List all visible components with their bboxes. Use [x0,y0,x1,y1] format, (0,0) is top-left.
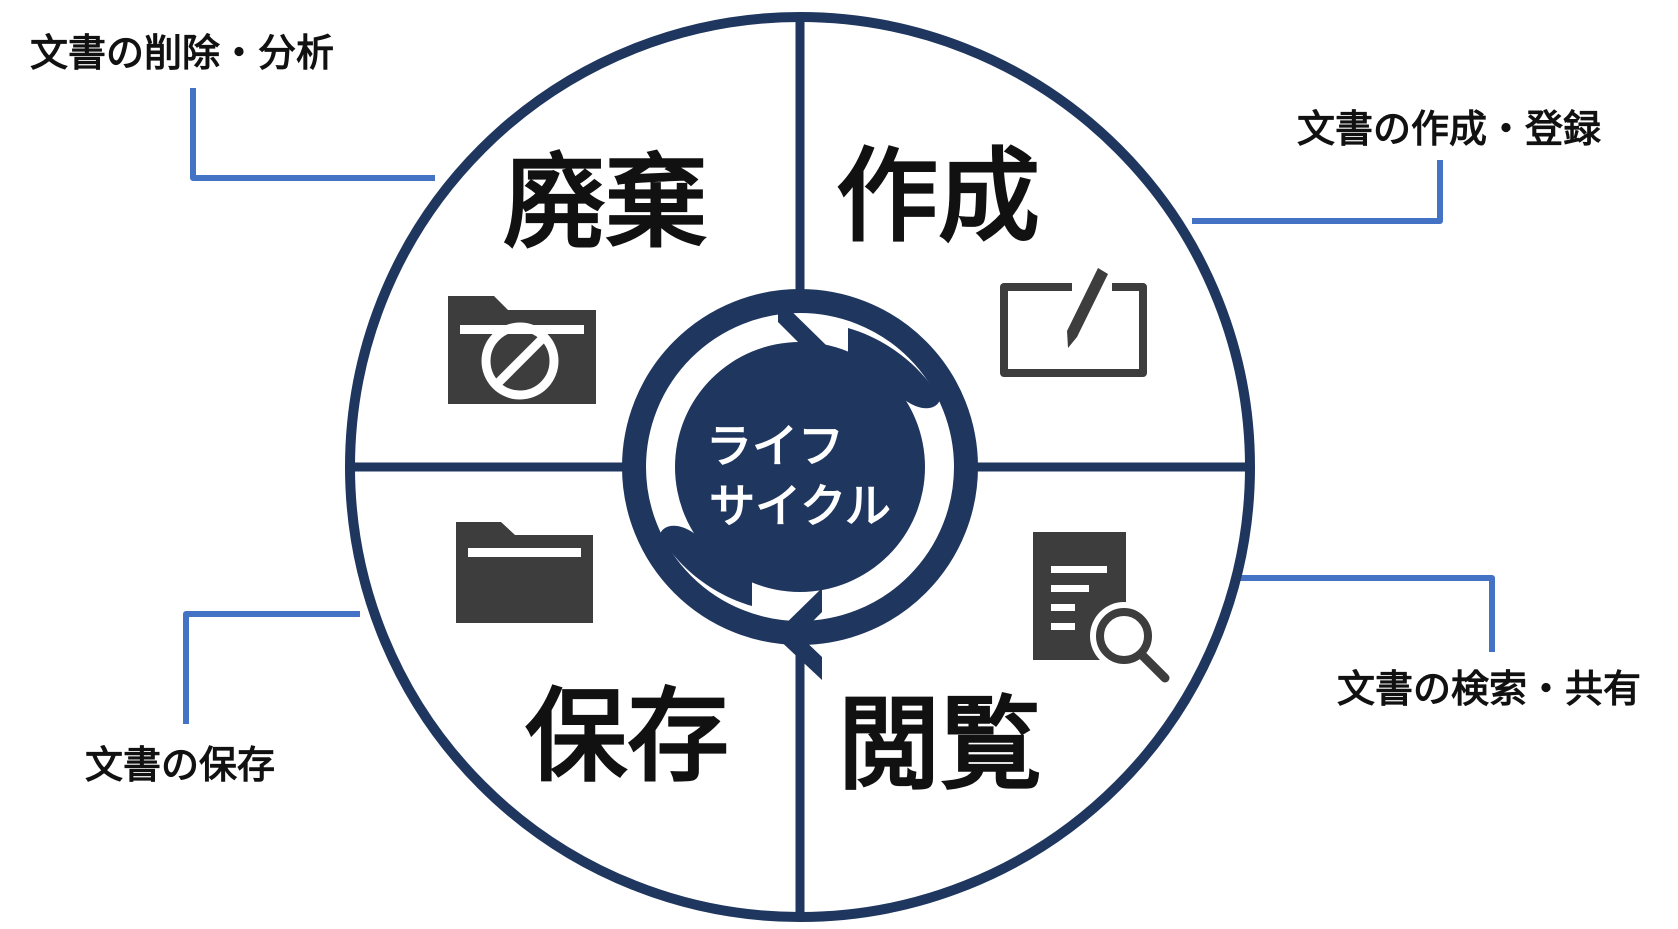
edit-pen-icon [1000,268,1147,377]
folder-icon [456,522,593,623]
cycle-arrows-icon [660,298,940,680]
cycle-arrow-bottom-icon [660,525,752,606]
leader-line-search [1240,575,1495,652]
leader-line-delete [190,88,435,181]
quadrant-label-view: 閲覧 [838,686,1042,805]
leader-line-store [183,611,360,724]
cycle-arrow-bottom-head-icon [774,588,822,680]
description-create-register: 文書の作成・登録 [1297,107,1602,151]
center-label-line2: サイクル [709,479,891,533]
folder-prohibited-icon [448,296,596,404]
quadrant-dividers [346,13,1254,921]
center-label-line1: ライフ [706,419,844,473]
quadrant-label-store: 保存 [525,678,729,797]
center-disc [675,342,925,592]
leader-lines [183,88,1495,724]
cycle-arrow-top-head-icon [778,298,826,390]
document-search-icon [1033,532,1170,683]
quadrant-label-create: 作成 [836,138,1040,257]
description-search-share: 文書の検索・共有 [1337,667,1641,711]
description-delete-analyze: 文書の削除・分析 [30,31,334,75]
quadrant-label-dispose: 廃棄 [503,144,707,263]
cycle-arrow-top-icon [848,328,940,409]
description-store: 文書の保存 [85,743,275,787]
leader-line-create [1192,160,1443,224]
